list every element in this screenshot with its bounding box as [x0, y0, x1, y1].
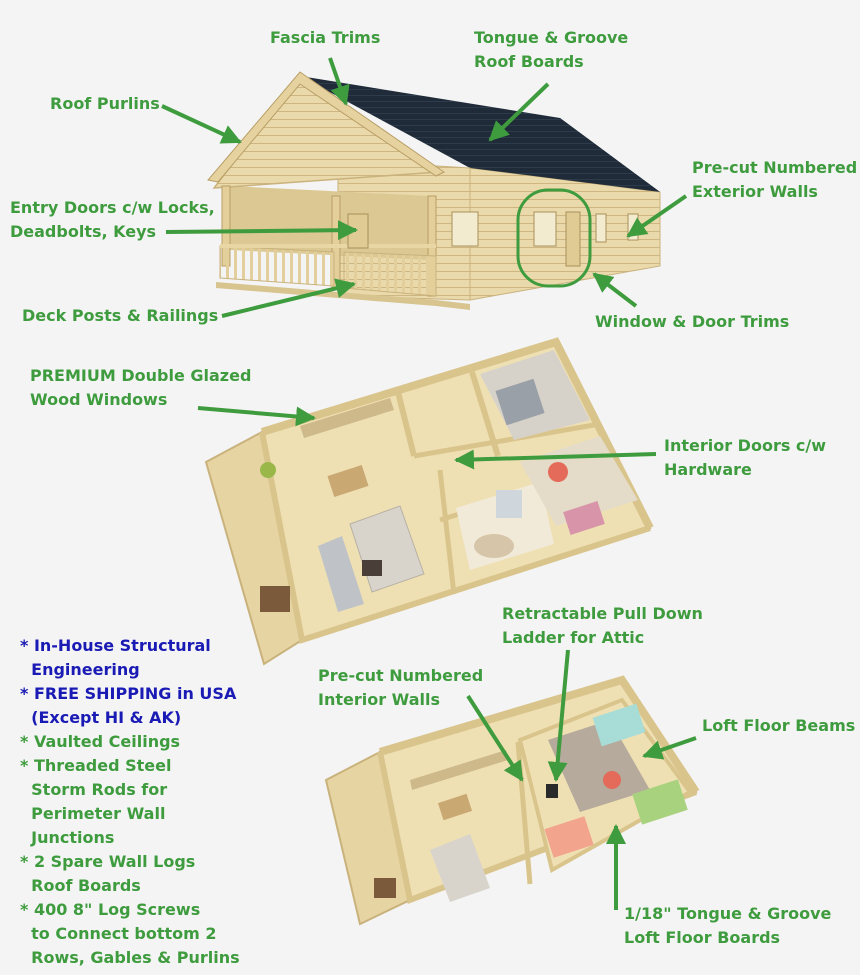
feature-item: Roof Boards [20, 876, 141, 895]
floor-plan-main [204, 337, 654, 666]
arrow-interior-doors [454, 449, 657, 470]
label-interior-walls: Pre-cut Numbered Interior Walls [318, 664, 483, 712]
arrow-deck [221, 278, 356, 318]
feature-item: (Except HI & AK) [20, 708, 182, 727]
label-deck-posts: Deck Posts & Railings [22, 306, 219, 325]
floor-plan-loft [324, 675, 700, 926]
label-fascia-trims: Fascia Trims [270, 28, 381, 47]
feature-item: * Vaulted Ceilings [20, 732, 181, 751]
label-line: Ladder for Attic [502, 628, 645, 647]
label-line: Hardware [664, 460, 752, 479]
label-attic-ladder: Retractable Pull Down Ladder for Attic [502, 602, 703, 650]
label-line: Tongue & Groove [474, 28, 629, 47]
arrow-trims [592, 272, 638, 308]
feature-item: Junctions [20, 828, 115, 847]
feature-item: * FREE SHIPPING in USA [20, 684, 237, 703]
label-window-door-trims: Window & Door Trims [595, 312, 790, 331]
arrow-ladder [547, 649, 570, 782]
side-door [565, 211, 581, 267]
label-line: Interior Walls [318, 690, 441, 709]
feature-item: Perimeter Wall [20, 804, 166, 823]
label-loft-floor-beams: Loft Floor Beams [702, 716, 856, 735]
label-exterior-walls: Pre-cut Numbered Exterior Walls [692, 156, 857, 204]
arrow-loft-beams [642, 736, 697, 760]
label-interior-doors: Interior Doors c/w Hardware [664, 434, 826, 482]
feature-list: * In-House Structural Engineering * FREE … [20, 634, 240, 970]
label-line: Entry Doors c/w Locks, [10, 198, 215, 217]
feature-item: * In-House Structural [20, 636, 211, 655]
label-line: Interior Doors c/w [664, 436, 827, 455]
label-line: Pre-cut Numbered [692, 158, 858, 177]
label-wood-windows: PREMIUM Double Glazed Wood Windows [30, 364, 251, 412]
label-line: Pre-cut Numbered [318, 666, 484, 685]
feature-item: Rows, Gables & Purlins [20, 948, 240, 967]
label-line: Roof Boards [474, 52, 584, 71]
label-tongue-groove-roof-boards: Tongue & Groove Roof Boards [474, 26, 628, 74]
trim-highlight [516, 188, 592, 288]
label-line: Wood Windows [30, 390, 168, 409]
deck-railing [219, 245, 335, 287]
label-line: Exterior Walls [692, 182, 818, 201]
arrow-roof-boards [488, 82, 550, 142]
arrow-fascia [328, 57, 350, 106]
arrow-exterior-walls [626, 194, 688, 238]
feature-item: * 2 Spare Wall Logs [20, 852, 196, 871]
attic-hatch [546, 784, 558, 798]
label-line: PREMIUM Double Glazed [30, 366, 252, 385]
feature-item: Storm Rods for [20, 780, 168, 799]
label-line: Deadbolts, Keys [10, 222, 157, 241]
label-loft-floor-boards: 1/18" Tongue & Groove Loft Floor Boards [624, 902, 831, 950]
arrow-interior-walls [466, 694, 524, 782]
label-entry-doors: Entry Doors c/w Locks, Deadbolts, Keys [10, 196, 215, 244]
arrow-windows [197, 406, 316, 427]
feature-item: * 400 8" Log Screws [20, 900, 201, 919]
label-line: 1/18" Tongue & Groove [624, 904, 832, 923]
feature-item: Engineering [20, 660, 140, 679]
cabin-exterior-view [207, 71, 661, 310]
feature-item: to Connect bottom 2 [20, 924, 217, 943]
label-roof-purlins: Roof Purlins [50, 94, 160, 113]
arrow-entry-doors [165, 220, 358, 241]
label-line: Loft Floor Boards [624, 928, 781, 947]
feature-item: * Threaded Steel [20, 756, 172, 775]
label-line: Retractable Pull Down [502, 604, 703, 623]
window [451, 211, 479, 247]
fascia-trim [207, 71, 445, 183]
arrow-purlins [161, 104, 242, 144]
callout-arrows [161, 57, 697, 910]
